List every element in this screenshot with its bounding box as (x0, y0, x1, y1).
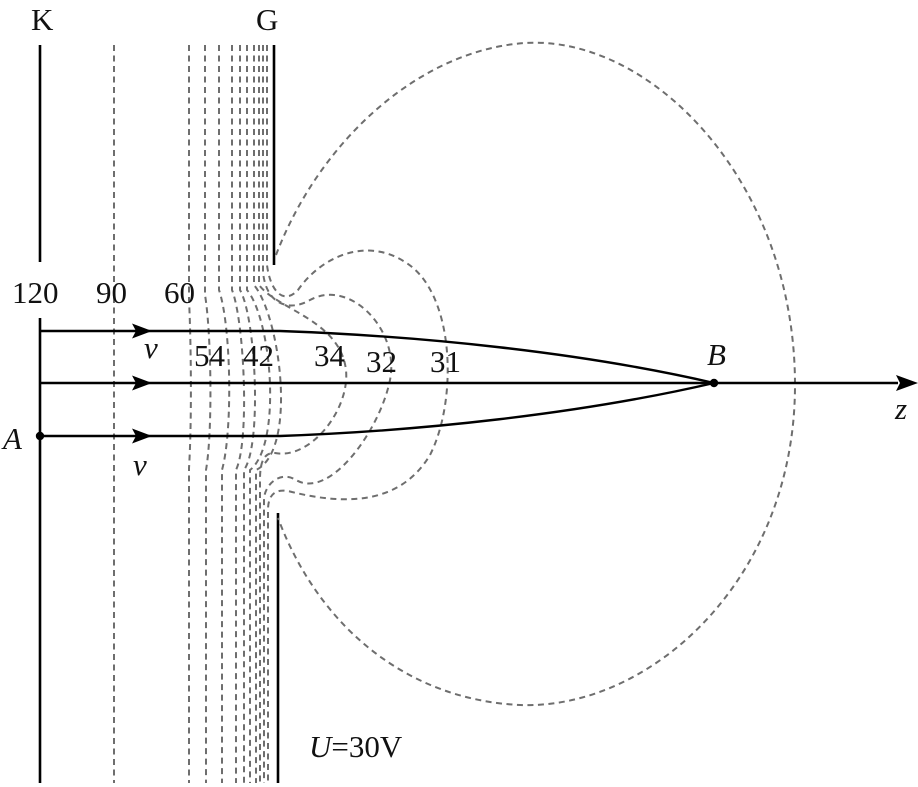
equipotential-54 (204, 45, 212, 783)
electron-ray-upper (40, 329, 715, 385)
potential-label-54: 54 (194, 338, 226, 373)
potential-label-34: 34 (314, 338, 346, 373)
equipotential-32 (262, 45, 393, 783)
equipotential-30 (275, 41, 797, 707)
label-voltage: U=30V (309, 729, 403, 764)
potential-label-90: 90 (96, 275, 127, 310)
voltage-value: =30V (331, 729, 402, 764)
point-a-dot (35, 431, 45, 441)
label-b: B (707, 337, 726, 372)
label-g: G (256, 2, 278, 37)
arrowhead-lower-ray (132, 428, 152, 444)
potential-label-120: 120 (12, 275, 59, 310)
equipotential-46 (231, 45, 246, 783)
equipotential-60 (188, 45, 192, 783)
label-z: z (894, 391, 907, 426)
potential-label-42: 42 (243, 338, 274, 373)
voltage-symbol: U (309, 729, 334, 764)
label-v-lower: v (133, 447, 147, 482)
potential-label-60: 60 (164, 275, 195, 310)
point-b-dot (709, 378, 719, 388)
arrowhead-upper-ray (132, 323, 152, 339)
label-a: A (1, 421, 23, 456)
equipotential-34 (258, 45, 348, 783)
potential-label-31: 31 (430, 344, 461, 379)
potential-label-32: 32 (366, 344, 397, 379)
z-axis-arrowhead (896, 375, 918, 391)
label-v-upper: v (144, 330, 158, 365)
equipotential-37 (253, 45, 282, 783)
arrowhead-axis-ray (132, 375, 152, 391)
equipotential-31 (266, 45, 449, 783)
equipotential-42 (239, 45, 257, 783)
electron-ray-lower (40, 381, 715, 438)
equipotential-50 (218, 45, 231, 783)
label-k: K (31, 2, 54, 37)
